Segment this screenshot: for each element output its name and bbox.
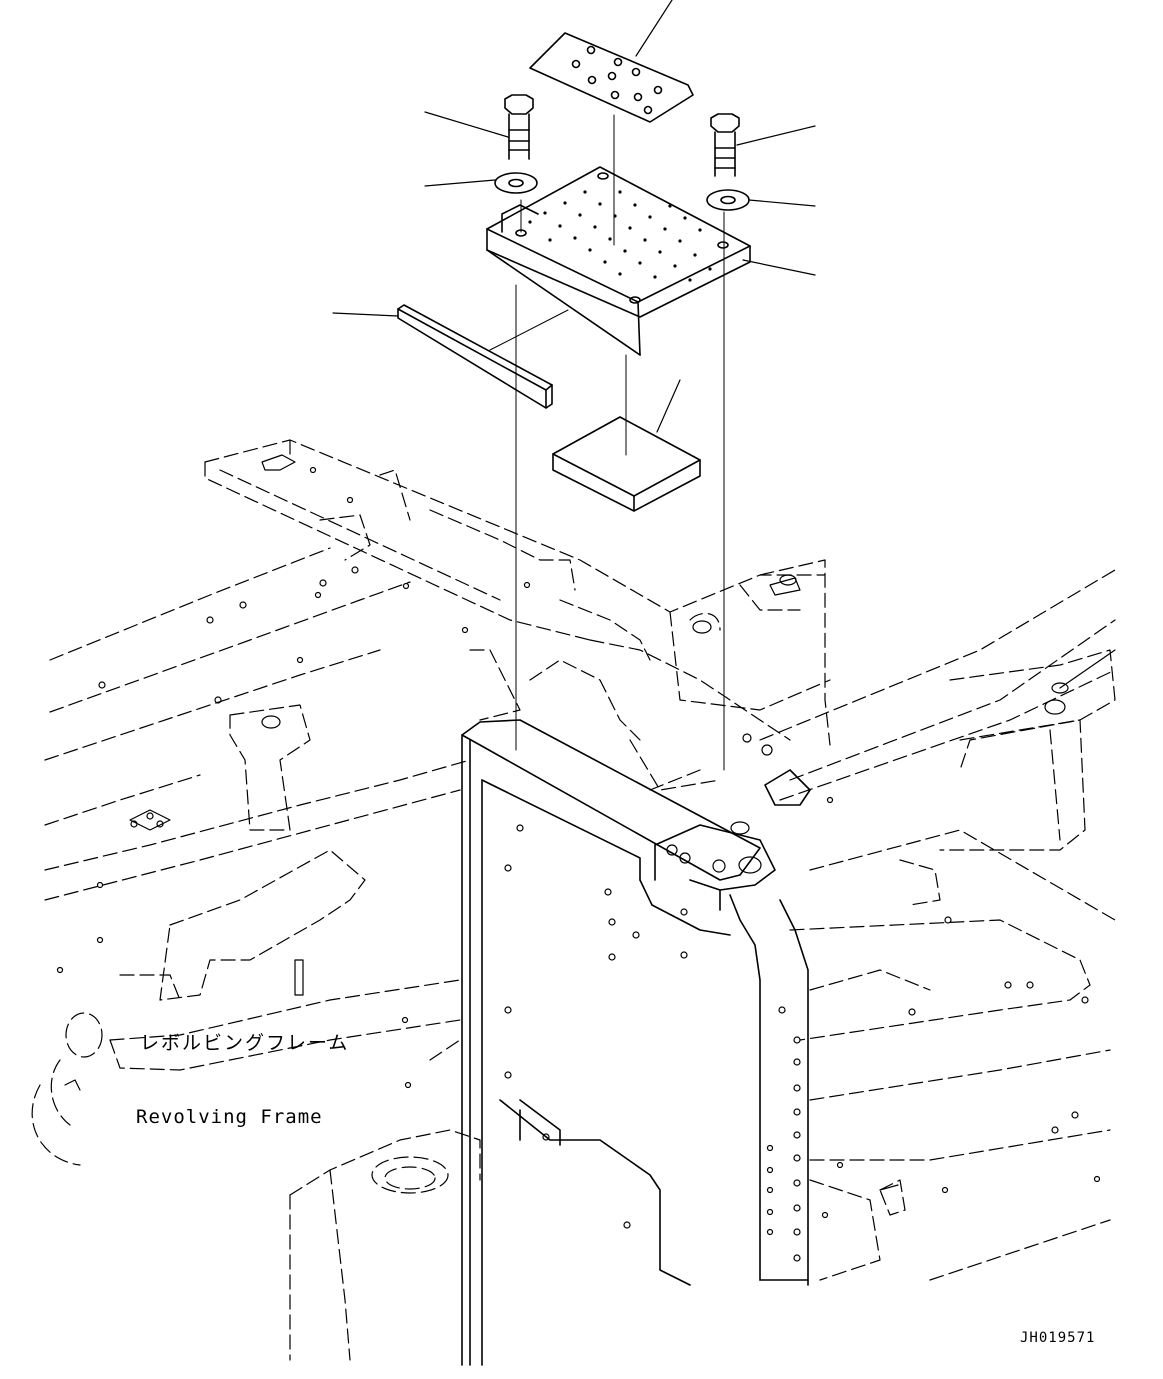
revolving-frame-label-jp: レボルビングフレーム: [140, 1032, 350, 1054]
hex-bolt-icon: [710, 113, 740, 177]
cushion-pad: [552, 416, 701, 512]
step-plate-top: [529, 32, 694, 123]
frame-details: [56, 454, 1116, 1262]
alignment-lines: [489, 114, 725, 771]
revolving-frame-outline: [31, 439, 1116, 1361]
cab-base-column: [461, 719, 811, 1366]
hex-bolt-icon: [504, 94, 534, 160]
drawing-number: JH019571: [1020, 1330, 1096, 1346]
washer-icon: [494, 172, 538, 194]
washer-icon: [706, 189, 750, 211]
revolving-frame-label-en: Revolving Frame: [136, 1106, 323, 1128]
rubber-strip: [397, 304, 553, 409]
leader-lines: [332, 0, 816, 433]
